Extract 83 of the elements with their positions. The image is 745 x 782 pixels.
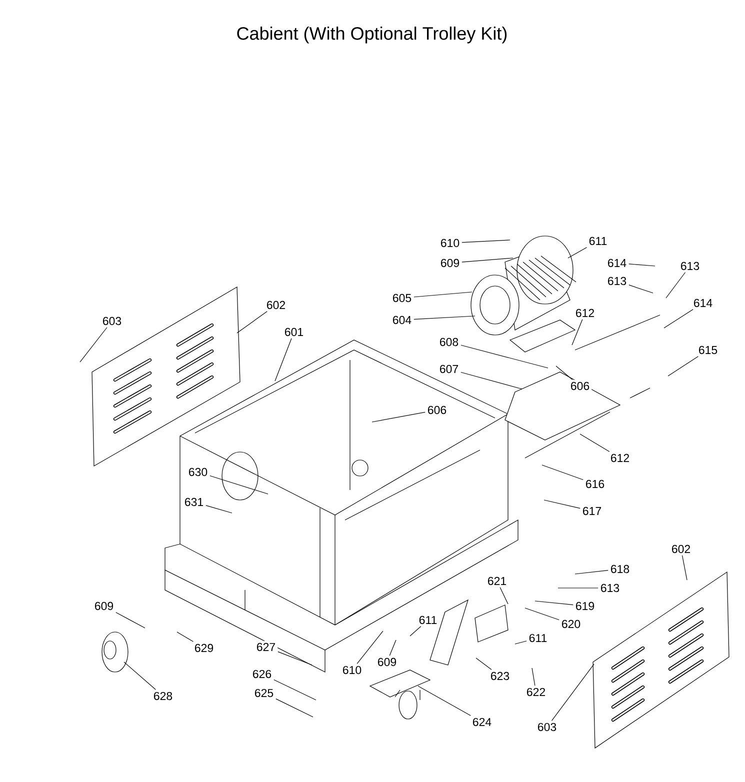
- leader-line: [628, 264, 656, 266]
- callout-number: 602: [264, 298, 288, 312]
- callout-number: 604: [390, 314, 414, 326]
- leader-line: [356, 630, 384, 664]
- callout-number: 616: [583, 478, 607, 490]
- callout-number: 621: [485, 574, 509, 588]
- callout-number: 629: [192, 642, 216, 654]
- leader-line: [628, 284, 654, 294]
- callout-number: 603: [535, 720, 559, 734]
- leader-line: [666, 272, 686, 298]
- leader-line: [551, 664, 594, 721]
- leader-line: [462, 240, 510, 243]
- callout-number: 618: [608, 562, 632, 576]
- leader-line: [544, 500, 580, 509]
- leader-line: [278, 651, 312, 666]
- callout-number: 607: [437, 362, 461, 376]
- leader-line: [580, 434, 610, 452]
- leader-line: [664, 309, 694, 328]
- callout-number: 602: [669, 542, 693, 556]
- leader-line: [410, 626, 422, 636]
- callout-number: 628: [151, 690, 175, 702]
- leader-line: [532, 668, 536, 686]
- callout-number: 620: [559, 618, 583, 630]
- leader-line: [414, 316, 476, 320]
- callout-number: 614: [605, 256, 629, 270]
- callout-number: 606: [568, 380, 592, 392]
- leader-line: [460, 372, 522, 390]
- callout-number: 612: [608, 452, 632, 464]
- callout-number: 622: [524, 686, 548, 698]
- leader-line: [524, 608, 560, 620]
- callout-number: 625: [252, 686, 276, 700]
- leader-line: [476, 658, 492, 670]
- callout-number: 601: [282, 326, 306, 338]
- callout-number: 610: [438, 236, 462, 250]
- callout-number: 613: [598, 582, 622, 594]
- callout-number: 609: [438, 256, 462, 270]
- leader-line: [534, 600, 574, 606]
- leader-line: [542, 464, 584, 480]
- leader-line: [568, 247, 588, 258]
- callout-number: 623: [488, 670, 512, 682]
- callout-number: 615: [696, 344, 720, 356]
- callout-number: 611: [586, 234, 610, 248]
- callout-number: 624: [470, 716, 494, 728]
- leader-line: [574, 570, 608, 574]
- callout-number: 617: [580, 504, 604, 518]
- callout-number: 603: [100, 314, 124, 328]
- callout-number: 614: [691, 296, 715, 310]
- callout-number: 626: [250, 668, 274, 680]
- callout-number: 613: [678, 260, 702, 272]
- callout-number: 609: [375, 656, 399, 668]
- leader-line: [418, 686, 471, 716]
- leader-line: [236, 311, 268, 334]
- leader-line: [210, 475, 268, 494]
- leader-line: [514, 640, 527, 644]
- callout-number: 611: [416, 614, 440, 626]
- callout-number: 611: [526, 632, 550, 644]
- callout-number: 627: [254, 640, 278, 654]
- leader-line: [116, 612, 146, 628]
- leader-line: [176, 632, 194, 642]
- callout-number: 608: [437, 336, 461, 348]
- leader-line: [556, 366, 573, 380]
- callout-number: 619: [573, 600, 597, 612]
- leader-line: [389, 640, 396, 656]
- leader-line: [206, 505, 232, 514]
- callout-number: 613: [605, 274, 629, 288]
- leader-line: [500, 587, 508, 604]
- callout-number: 609: [92, 600, 116, 612]
- callout-number: 610: [340, 664, 364, 676]
- leader-line: [80, 327, 108, 362]
- leader-line: [414, 292, 472, 298]
- leader-line: [572, 319, 583, 346]
- leader-line: [372, 412, 426, 422]
- callout-number: 605: [390, 292, 414, 304]
- leader-line: [462, 258, 514, 262]
- title: Cabient (With Optional Trolley Kit): [237, 26, 507, 44]
- leader-line: [276, 698, 314, 718]
- leader-line: [274, 338, 292, 382]
- callout-number: 612: [573, 306, 597, 320]
- leader-line: [668, 356, 698, 376]
- leader-line: [274, 679, 316, 700]
- leader-line: [460, 344, 548, 368]
- leader-line: [682, 555, 688, 580]
- leader-line: [124, 662, 156, 690]
